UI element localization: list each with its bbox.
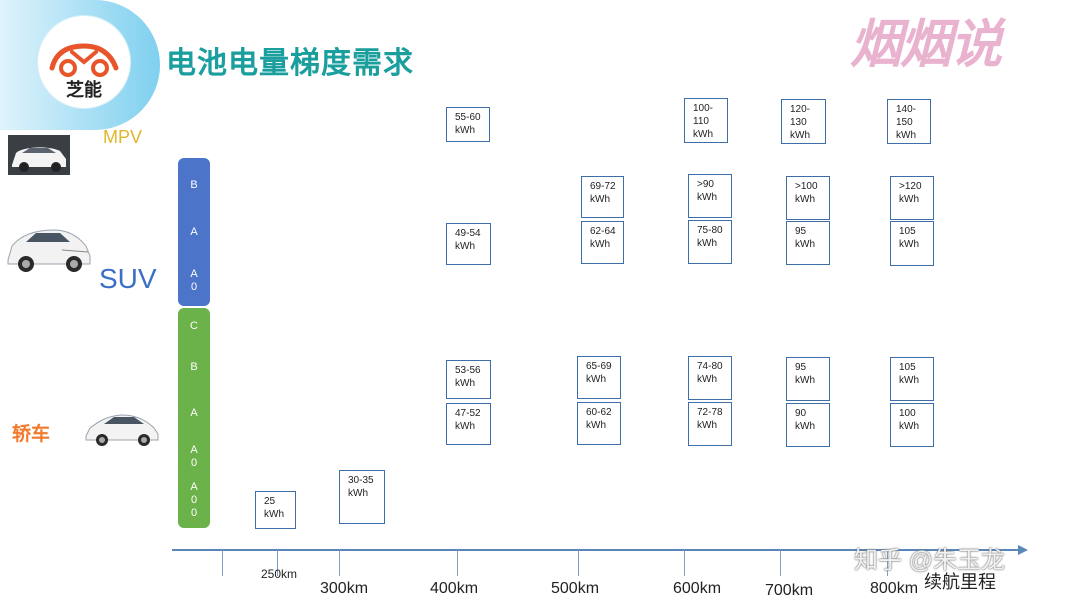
capacity-box: 53-56 kWh: [446, 360, 491, 399]
segment-label: A: [190, 226, 198, 238]
axis-tick-label: 800km: [870, 580, 919, 597]
capacity-box: 69-72 kWh: [581, 176, 624, 218]
capacity-box: 25 kWh: [255, 491, 296, 529]
axis-tick: [780, 550, 781, 576]
x-axis-label: 续航里程: [924, 572, 996, 592]
axis-tick: [222, 550, 223, 576]
axis-tick-label: 400km: [430, 580, 479, 597]
capacity-box: 95 kWh: [786, 357, 830, 401]
capacity-box: 100- 110 kWh: [684, 98, 728, 143]
capacity-box: 95 kWh: [786, 221, 830, 265]
capacity-box: 105 kWh: [890, 357, 934, 401]
logo: [38, 16, 130, 108]
mpv-car-image: [8, 135, 70, 175]
zhihu-watermark: 知乎 @朱玉龙: [854, 547, 1006, 574]
sedan-class-bar: [178, 308, 210, 528]
segment-label: A 0: [190, 444, 198, 469]
capacity-box: 140- 150 kWh: [887, 99, 931, 144]
capacity-box: 60-62 kWh: [577, 402, 621, 445]
capacity-box: 47-52 kWh: [446, 403, 491, 445]
capacity-box: >90 kWh: [688, 174, 732, 218]
capacity-box: 105 kWh: [890, 221, 934, 266]
segment-label: C: [190, 320, 198, 332]
logo-text: 芝能: [66, 80, 102, 100]
capacity-box: >100 kWh: [786, 176, 830, 220]
capacity-box: 75-80 kWh: [688, 220, 732, 264]
axis-tick: [684, 550, 685, 576]
capacity-box: 74-80 kWh: [688, 356, 732, 400]
axis-tick: [277, 550, 278, 576]
axis-tick: [339, 550, 340, 576]
axis-tick: [578, 550, 579, 576]
segment-label: A 0 0: [190, 481, 198, 519]
axis-tick-label: 250km: [261, 567, 298, 581]
axis-tick-label: 300km: [320, 580, 369, 597]
capacity-box: 65-69 kWh: [577, 356, 621, 399]
suv-car-image: [7, 229, 91, 272]
capacity-box: 90 kWh: [786, 403, 830, 447]
brand-watermark: 烟烟说: [850, 16, 1002, 74]
capacity-box: 55-60 kWh: [446, 107, 490, 142]
segment-label: B: [190, 179, 198, 191]
axis-tick-label: 700km: [765, 582, 814, 599]
category-mpv: MPV: [103, 127, 143, 147]
category-suv: SUV: [99, 263, 157, 294]
capacity-box: >120 kWh: [890, 176, 934, 220]
capacity-box: 30-35 kWh: [339, 470, 385, 524]
suv-class-bar: [178, 158, 210, 306]
capacity-box: 120- 130 kWh: [781, 99, 826, 144]
segment-label: A 0: [190, 268, 198, 293]
capacity-box: 62-64 kWh: [581, 221, 624, 264]
capacity-box: 72-78 kWh: [688, 402, 732, 446]
capacity-box: 100 kWh: [890, 403, 934, 447]
x-axis-arrow-icon: [1018, 545, 1028, 555]
axis-tick-label: 500km: [551, 580, 600, 597]
category-sedan: 轿车: [12, 424, 51, 445]
sedan-car-image: [85, 414, 159, 446]
axis-tick: [457, 550, 458, 576]
segment-label: B: [190, 361, 198, 373]
x-axis-line: [172, 549, 1020, 551]
capacity-box: 49-54 kWh: [446, 223, 491, 265]
axis-tick: [887, 550, 888, 576]
segment-label: A: [190, 407, 198, 419]
page-title: 电池电量梯度需求: [166, 47, 414, 80]
axis-tick-label: 600km: [673, 580, 722, 597]
car-logo-icon: [49, 43, 119, 77]
